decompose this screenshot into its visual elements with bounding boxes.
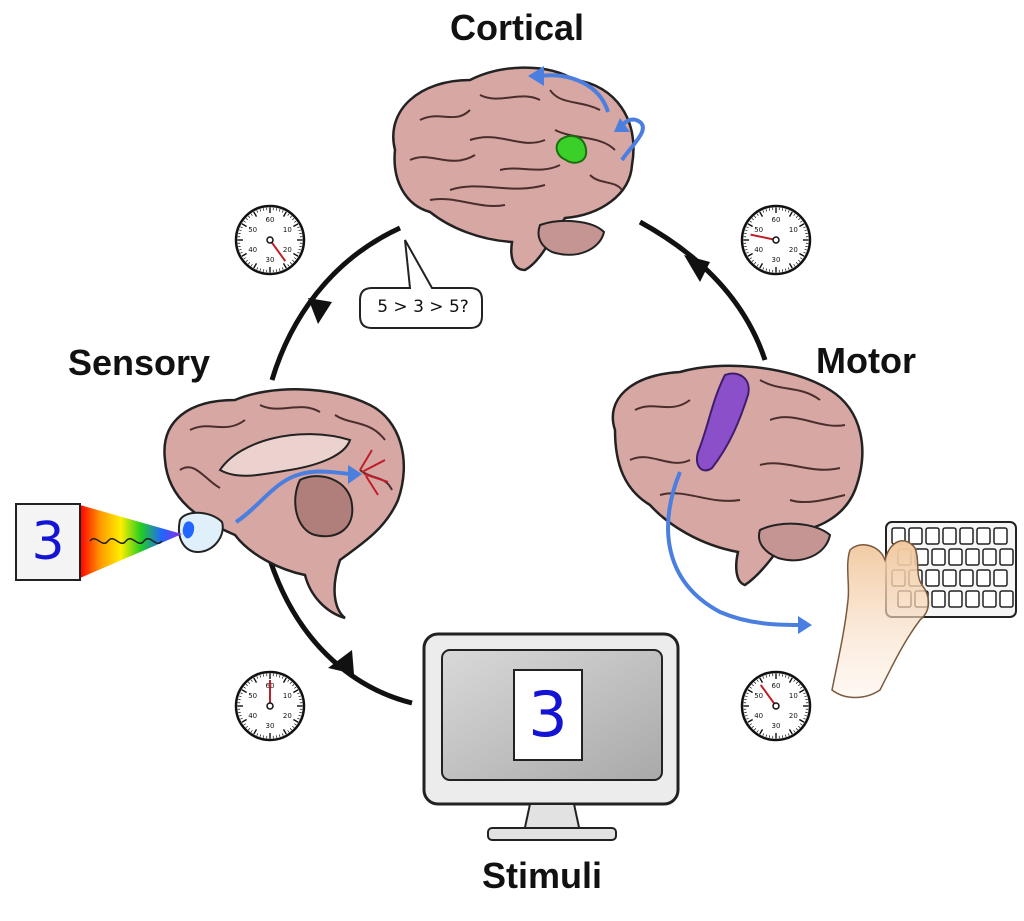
motor-output-arrow bbox=[666, 471, 801, 627]
stopwatch-number: 10 bbox=[789, 226, 798, 234]
stopwatch-number: 20 bbox=[283, 246, 292, 254]
thought-bubble bbox=[359, 239, 483, 329]
keyboard-key bbox=[976, 527, 991, 545]
keyboard-key bbox=[959, 569, 974, 587]
sensory-digit: 3 bbox=[31, 512, 65, 572]
stopwatch-number: 10 bbox=[283, 226, 292, 234]
cortical-brain-illustration bbox=[392, 66, 635, 272]
keyboard-key bbox=[993, 527, 1008, 545]
keyboard-key bbox=[993, 569, 1008, 587]
keyboard-key bbox=[942, 569, 957, 587]
stopwatch-number: 50 bbox=[754, 692, 763, 700]
stage-label-cortical: Cortical bbox=[450, 7, 585, 48]
sensory-digit-box bbox=[15, 503, 81, 581]
stopwatch-hand bbox=[759, 684, 777, 707]
stopwatches: 6010203040506010203040506010203040506010… bbox=[234, 204, 812, 742]
cycle-arrowheads bbox=[308, 255, 710, 674]
stopwatch-number: 20 bbox=[283, 712, 292, 720]
stopwatch-number: 40 bbox=[754, 712, 763, 720]
stage-label-motor: Motor bbox=[816, 340, 916, 381]
keyboard-key bbox=[982, 590, 997, 608]
arrowhead-up bbox=[308, 298, 332, 324]
arrow-stimuli-to-sensory bbox=[267, 559, 413, 706]
sensory-brain-illustration bbox=[163, 388, 406, 620]
keyboard-key bbox=[976, 569, 991, 587]
keyboard-key bbox=[948, 548, 963, 566]
stopwatch-hand bbox=[750, 233, 777, 241]
stopwatch-number: 60 bbox=[772, 216, 781, 224]
stopwatch-number: 10 bbox=[789, 692, 798, 700]
keyboard-key bbox=[959, 527, 974, 545]
cortical-feedback-arrows bbox=[539, 73, 645, 162]
keyboard-key bbox=[965, 590, 980, 608]
keyboard-key bbox=[931, 590, 946, 608]
stopwatch-number: 50 bbox=[248, 226, 257, 234]
stage-label-sensory: Sensory bbox=[68, 342, 211, 383]
stimulus-digit: 3 bbox=[528, 678, 568, 751]
stage-label-stimuli: Stimuli bbox=[482, 855, 603, 896]
active-region-cortical bbox=[555, 134, 588, 164]
thought-bubble-text: 5 > 3 > 5? bbox=[377, 297, 469, 317]
cycle-arrows bbox=[267, 219, 768, 706]
keyboard-key bbox=[908, 527, 923, 545]
stimulus-monitor bbox=[422, 632, 680, 841]
monitor-digit-box bbox=[513, 669, 583, 761]
stopwatch-number: 30 bbox=[266, 256, 275, 264]
stopwatch-response: 60 10 20 30 40 50 bbox=[740, 670, 812, 742]
arrowhead-left bbox=[328, 650, 354, 674]
keyboard-key bbox=[925, 527, 940, 545]
stopwatch-number: 10 bbox=[283, 692, 292, 700]
stopwatch-number: 40 bbox=[754, 246, 763, 254]
keyboard-key bbox=[931, 548, 946, 566]
stopwatch-number: 50 bbox=[754, 226, 763, 234]
light-spectrum-cone bbox=[80, 505, 182, 578]
keyboard-key bbox=[965, 548, 980, 566]
stopwatch-number: 60 bbox=[266, 216, 275, 224]
stopwatch-hand bbox=[269, 239, 287, 262]
stopwatch-number: 40 bbox=[248, 246, 257, 254]
keyboard-key bbox=[925, 569, 940, 587]
keyboard-key bbox=[999, 548, 1014, 566]
stopwatch-number: 20 bbox=[789, 712, 798, 720]
sensory-signal-arrow bbox=[234, 469, 351, 524]
stopwatch-number: 60 bbox=[772, 682, 781, 690]
arrow-sensory-to-cortical bbox=[269, 225, 402, 381]
stopwatch-number: 50 bbox=[248, 692, 257, 700]
stopwatch-number: 30 bbox=[266, 722, 275, 730]
stopwatch-number: 30 bbox=[772, 256, 781, 264]
motor-brain-illustration bbox=[611, 364, 864, 587]
hand bbox=[831, 540, 930, 699]
active-region-motor bbox=[696, 372, 750, 472]
stopwatch-number: 20 bbox=[789, 246, 798, 254]
keyboard-key bbox=[982, 548, 997, 566]
stopwatch-number: 30 bbox=[772, 722, 781, 730]
arrowhead-down-right bbox=[684, 255, 710, 282]
stopwatch-motor: 60 10 20 30 40 50 bbox=[740, 204, 812, 276]
keyboard-key bbox=[999, 590, 1014, 608]
keyboard-key bbox=[948, 590, 963, 608]
stopwatch-number: 40 bbox=[248, 712, 257, 720]
keyboard-key bbox=[942, 527, 957, 545]
stopwatch-sensory: 60 10 20 30 40 50 bbox=[234, 204, 306, 276]
arrow-cortical-to-motor bbox=[638, 219, 768, 361]
